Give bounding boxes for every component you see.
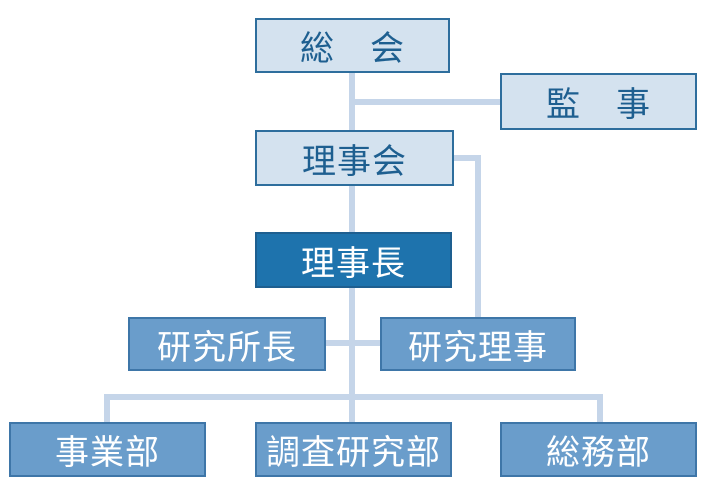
research-director-box: 研究理事 (380, 317, 576, 371)
research-director-label: 研究理事 (408, 327, 548, 368)
board-box: 理事会 (255, 130, 454, 186)
business-dept-box: 事業部 (9, 422, 206, 477)
institute-director-box: 研究所長 (128, 317, 326, 371)
general-affairs-dept-label: 総務部 (546, 433, 651, 473)
chairman-box: 理事長 (255, 232, 452, 288)
auditor-box: 監 事 (500, 73, 697, 130)
institute-director-label: 研究所長 (157, 327, 297, 368)
research-dept-box: 調査研究部 (255, 422, 452, 477)
business-dept-label: 事業部 (55, 433, 160, 473)
board-label: 理事会 (302, 141, 407, 182)
research-dept-label: 調査研究部 (266, 433, 441, 473)
general-assembly-box: 総 会 (255, 18, 450, 73)
chairman-label: 理事長 (301, 243, 406, 284)
general-assembly-label: 総 会 (300, 29, 405, 69)
general-affairs-dept-box: 総務部 (500, 422, 697, 477)
auditor-label: 監 事 (546, 85, 651, 125)
